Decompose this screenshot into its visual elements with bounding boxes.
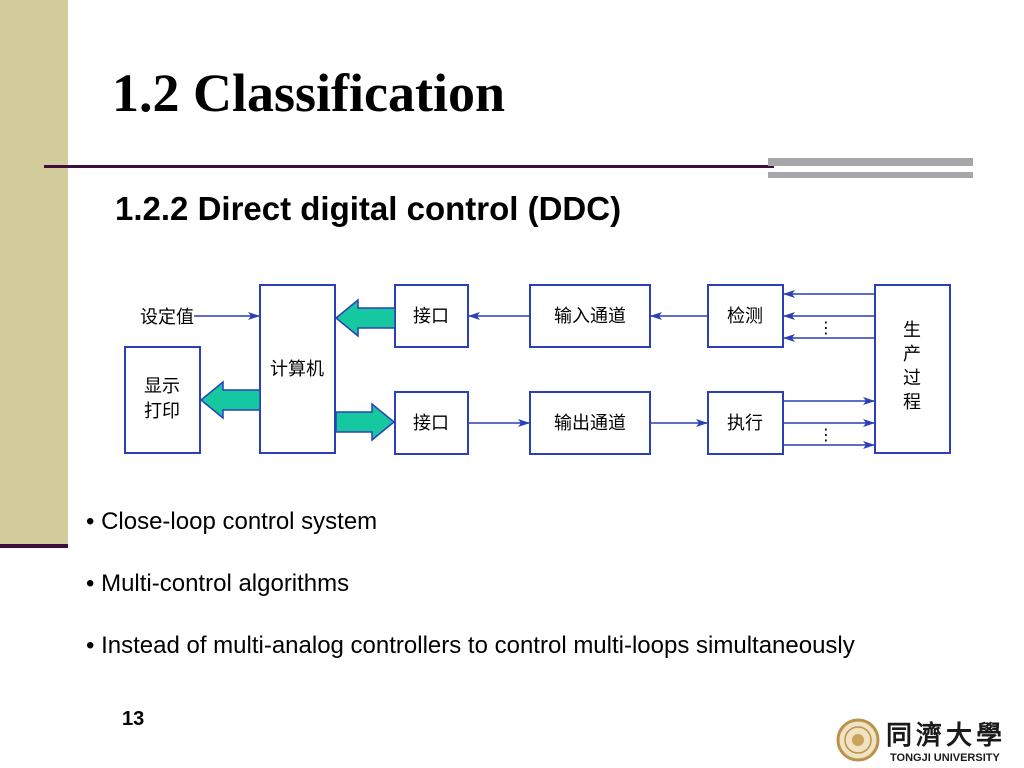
- setpoint-label: 设定值: [140, 307, 194, 328]
- process-char-1: 生: [903, 320, 921, 341]
- interface-top-label: 接口: [413, 306, 449, 327]
- logo-chinese-name: 同濟大學: [886, 720, 1006, 751]
- title-rule: [44, 165, 774, 168]
- display-label-line1: 显示: [144, 376, 180, 397]
- display-print-box: [124, 346, 201, 454]
- page-number: 13: [122, 708, 145, 730]
- fat-arrow-interface-to-computer: [334, 298, 396, 338]
- interface-bottom-label: 接口: [413, 413, 449, 434]
- grey-decor-bar-lower: [768, 172, 973, 178]
- interface-bottom-box: [394, 391, 469, 455]
- ddc-block-diagram: 设定值 显示 打印 计算机 接口 接口 输入通道 输出通道 检测 执行 生 产 …: [124, 284, 951, 455]
- bullet-multi-analog: • Instead of multi-analog controllers to…: [86, 632, 855, 659]
- bullet-multi-control: • Multi-control algorithms: [86, 570, 350, 597]
- fat-arrow-computer-to-display: [199, 380, 261, 420]
- computer-box: [259, 284, 336, 454]
- slide-title: 1.2 Classification: [112, 63, 506, 123]
- university-seal-icon: [836, 718, 880, 762]
- display-label-line2: 打印: [144, 401, 180, 422]
- execute-box: [707, 391, 784, 455]
- output-channel-label: 输出通道: [554, 413, 626, 434]
- ellipsis-top: ⋮: [818, 318, 834, 337]
- process-char-3: 过: [903, 368, 921, 389]
- tongji-university-logo: 同濟大學 TONGJI UNIVERSITY: [836, 718, 1006, 764]
- process-char-2: 产: [903, 344, 921, 365]
- output-channel-box: [529, 391, 651, 455]
- execute-label: 执行: [727, 413, 763, 434]
- input-channel-label: 输入通道: [554, 306, 626, 327]
- interface-top-box: [394, 284, 469, 348]
- production-process-box: [874, 284, 951, 454]
- fat-arrow-computer-to-interface: [335, 402, 396, 442]
- bullet-close-loop: • Close-loop control system: [86, 508, 378, 535]
- ellipsis-bottom: ⋮: [818, 425, 834, 444]
- side-decor-bar: [0, 0, 68, 548]
- detect-label: 检测: [727, 306, 763, 327]
- process-char-4: 程: [903, 392, 921, 413]
- side-decor-bar-edge: [0, 544, 68, 548]
- grey-decor-bar: [768, 158, 973, 166]
- logo-english-name: TONGJI UNIVERSITY: [890, 752, 1000, 764]
- slide-subtitle: 1.2.2 Direct digital control (DDC): [115, 190, 622, 227]
- computer-label: 计算机: [270, 359, 324, 380]
